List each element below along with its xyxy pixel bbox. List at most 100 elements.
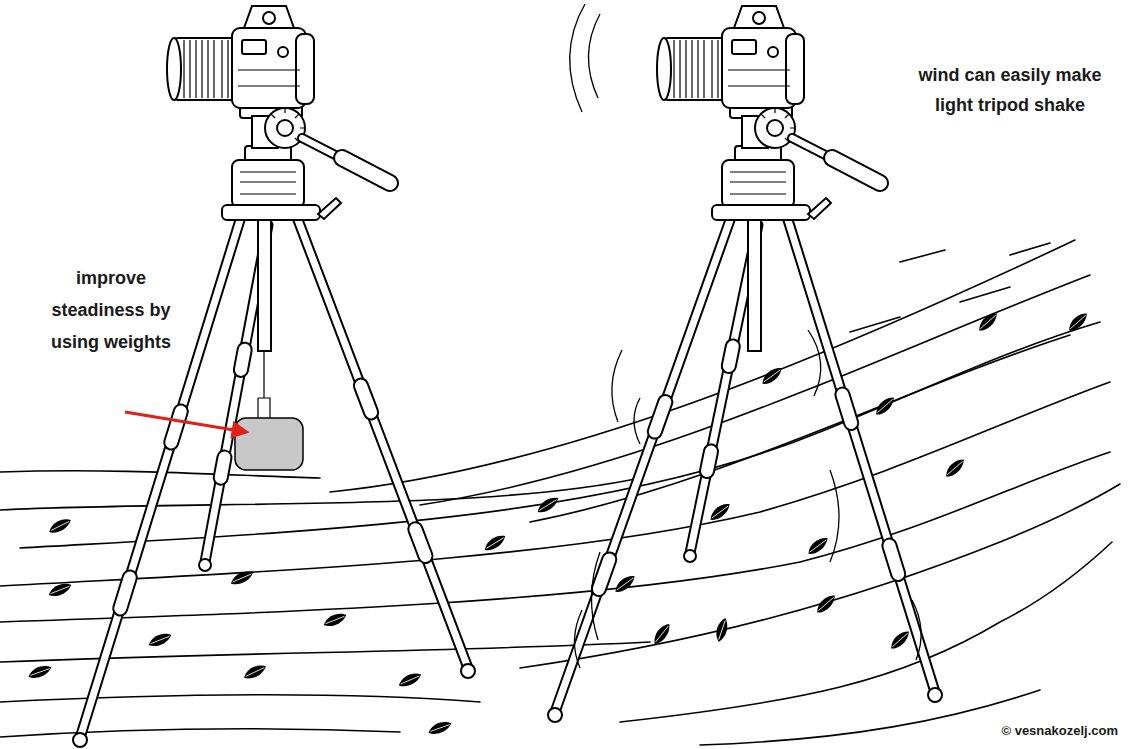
illustration-part — [684, 550, 696, 562]
illustration-part — [889, 546, 898, 574]
note-label: wind can easily make light tripod shake — [915, 60, 1105, 120]
illustration-part — [599, 559, 610, 589]
illustration-part — [482, 534, 508, 552]
illustration-part — [330, 240, 1075, 492]
illustration-part — [928, 688, 942, 702]
illustration-part — [298, 220, 468, 668]
illustration-part — [1065, 311, 1091, 332]
illustration-part — [221, 458, 225, 478]
illustration-part — [759, 366, 785, 386]
illustration-part — [813, 593, 839, 614]
illustration-part — [707, 451, 711, 471]
illustration-part — [655, 402, 666, 432]
illustration-part — [322, 613, 347, 628]
illustration-part — [530, 335, 1070, 522]
illustration-part — [415, 529, 425, 556]
illustration-part — [634, 398, 640, 444]
shaking-tripod — [548, 6, 942, 722]
illustration-part — [842, 395, 851, 423]
watermark: © vesnakozelj.com — [1001, 722, 1118, 739]
illustration-part — [788, 220, 935, 692]
illustration-part — [80, 220, 240, 738]
illustration-part — [73, 733, 87, 747]
illustration-part — [47, 583, 72, 598]
illustration-part — [729, 346, 733, 366]
illustration-part — [808, 330, 821, 396]
illustration-part — [258, 219, 271, 351]
illustration-part — [555, 220, 730, 712]
weight-bag — [235, 418, 303, 470]
illustration-part — [942, 457, 968, 478]
illustration-part — [588, 14, 600, 98]
illustration-part — [548, 708, 562, 722]
illustration-part — [415, 529, 425, 556]
illustration-part — [427, 721, 452, 735]
illustration-part — [830, 470, 839, 562]
illustration-part — [171, 412, 181, 443]
wind-lines — [0, 240, 1120, 745]
illustration-part — [975, 311, 1001, 332]
vibration-marks — [570, 4, 921, 668]
illustration-part — [591, 552, 600, 640]
illustration-part — [700, 690, 1040, 745]
camera-on-head — [657, 6, 880, 220]
illustration-part — [120, 578, 130, 609]
illustration-part — [729, 346, 733, 366]
illustration-part — [221, 458, 225, 478]
illustration-part — [120, 578, 130, 609]
illustration-part — [199, 559, 211, 571]
illustration-part — [535, 496, 561, 514]
illustration-part — [298, 220, 468, 668]
illustration-part — [1010, 243, 1050, 255]
illustration-part — [0, 695, 480, 703]
illustration-part — [20, 322, 1100, 548]
illustration-part — [805, 536, 831, 556]
illustration-part — [361, 386, 371, 413]
illustration-part — [649, 622, 674, 646]
illustration-part — [707, 451, 711, 471]
illustration-part — [397, 672, 423, 687]
illustration-part — [0, 452, 1110, 622]
illustration-part — [612, 574, 638, 594]
illustration-part — [788, 220, 935, 692]
illustration-part — [258, 351, 270, 418]
illustration-part — [872, 395, 898, 416]
illustration-part — [241, 350, 245, 370]
illustration-part — [900, 250, 945, 262]
leader-arrow — [125, 412, 246, 432]
illustration-part — [748, 219, 761, 351]
illustration-part — [620, 542, 1112, 722]
camera-on-head — [167, 6, 390, 220]
illustration-part — [960, 287, 1010, 302]
illustration-part — [711, 617, 732, 643]
illustration-part — [912, 600, 921, 660]
illustration-part — [520, 484, 1120, 668]
illustration-part — [889, 546, 898, 574]
illustration-part — [599, 559, 610, 589]
illustration-part — [27, 665, 52, 679]
illustration-part — [570, 4, 585, 112]
illustration-part — [0, 642, 650, 662]
illustration-part — [850, 317, 900, 332]
weighted-tripod — [73, 6, 475, 747]
illustration-part — [887, 629, 913, 650]
illustration-part — [612, 350, 622, 422]
illustration-part — [0, 729, 400, 737]
illustration-part — [242, 664, 268, 680]
note-label: improve steadiness by using weights — [45, 262, 177, 358]
illustration-part — [229, 570, 255, 585]
illustration-part — [80, 220, 240, 738]
illustration-part — [47, 518, 73, 535]
illustration-part — [574, 610, 582, 668]
illustration-part — [171, 412, 181, 443]
illustration-part — [0, 382, 1110, 586]
illustration-part — [842, 395, 851, 423]
illustration-part — [461, 664, 475, 678]
illustration-part — [361, 386, 371, 413]
illustration-part — [707, 502, 733, 522]
illustration-part — [655, 402, 666, 432]
illustration-part — [147, 633, 172, 648]
illustration-part — [241, 350, 245, 370]
illustration-part — [555, 220, 730, 712]
